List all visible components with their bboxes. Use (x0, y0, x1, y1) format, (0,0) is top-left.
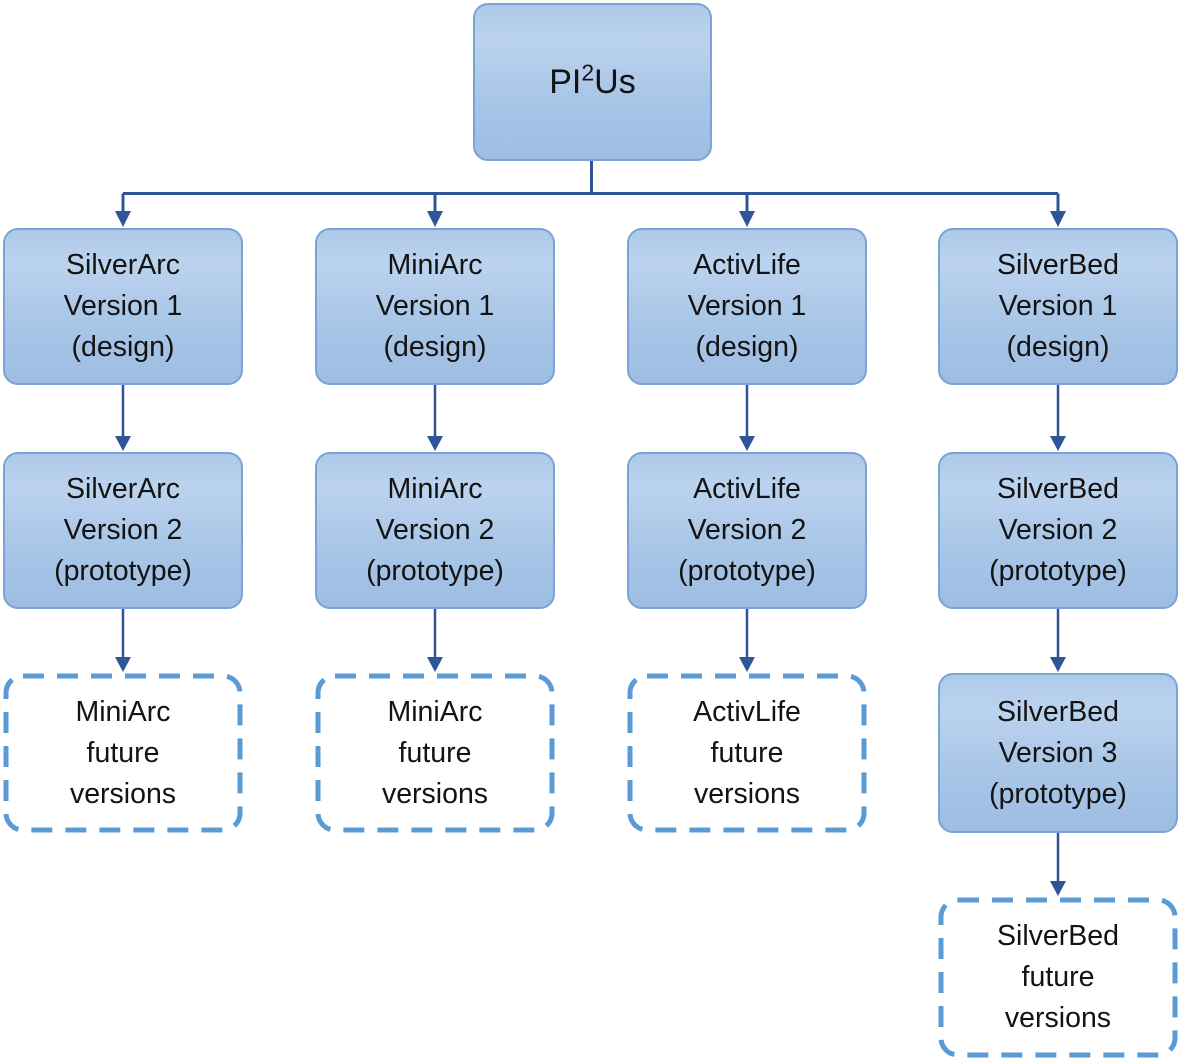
node-root-pi2us: PI2Us (473, 3, 712, 161)
row3-arrowheads (115, 657, 1066, 672)
node-activlife-version-1: ActivLife Version 1 (design) (627, 228, 867, 385)
node-label: SilverBed Version 3 (prototype) (989, 695, 1127, 810)
node-miniarc-future-versions-col2: MiniArc future versions (315, 673, 555, 833)
node-label: ActivLife future versions (693, 695, 801, 810)
root-label: PI2Us (549, 59, 636, 101)
connector-row1-row2 (121, 385, 1060, 437)
node-label: SilverArc Version 2 (prototype) (54, 473, 192, 587)
node-label: MiniArc Version 1 (design) (375, 249, 495, 363)
dashed-border (3, 673, 243, 833)
node-miniarc-version-2: MiniArc Version 2 (prototype) (315, 452, 555, 609)
node-silverbed-version-1: SilverBed Version 1 (design) (938, 228, 1178, 385)
node-activlife-version-2: ActivLife Version 2 (prototype) (627, 452, 867, 609)
bus-arrowheads (115, 211, 1066, 227)
dashed-border (315, 673, 555, 833)
node-silverbed-version-3: SilverBed Version 3 (prototype) (938, 673, 1178, 833)
node-label: MiniArc future versions (69, 695, 177, 810)
node-silverarc-version-1: SilverArc Version 1 (design) (3, 228, 243, 385)
node-label: MiniArc future versions (381, 695, 489, 810)
node-silverbed-future-versions: SilverBed future versions (938, 897, 1178, 1058)
row4-arrowhead (1050, 881, 1066, 896)
connector-root-to-columns (121, 161, 1060, 212)
node-label: SilverBed Version 2 (prototype) (989, 473, 1127, 587)
node-label: MiniArc Version 2 (prototype) (366, 473, 504, 587)
dashed-border (938, 897, 1178, 1058)
node-label: SilverArc Version 1 (design) (63, 249, 183, 363)
root-superscript: 2 (581, 59, 595, 86)
node-miniarc-version-1: MiniArc Version 1 (design) (315, 228, 555, 385)
node-label: SilverBed future versions (997, 920, 1119, 1034)
node-label: ActivLife Version 2 (prototype) (678, 473, 816, 587)
node-miniarc-future-versions-col1: MiniArc future versions (3, 673, 243, 833)
node-label: ActivLife Version 1 (design) (687, 249, 807, 363)
dashed-border (627, 673, 867, 833)
node-silverarc-version-2: SilverArc Version 2 (prototype) (3, 452, 243, 609)
connector-row2-row3 (121, 609, 1060, 658)
node-label: SilverBed Version 1 (design) (997, 249, 1119, 363)
row2-arrowheads (115, 436, 1066, 451)
node-activlife-future-versions: ActivLife future versions (627, 673, 867, 833)
node-silverbed-version-2: SilverBed Version 2 (prototype) (938, 452, 1178, 609)
